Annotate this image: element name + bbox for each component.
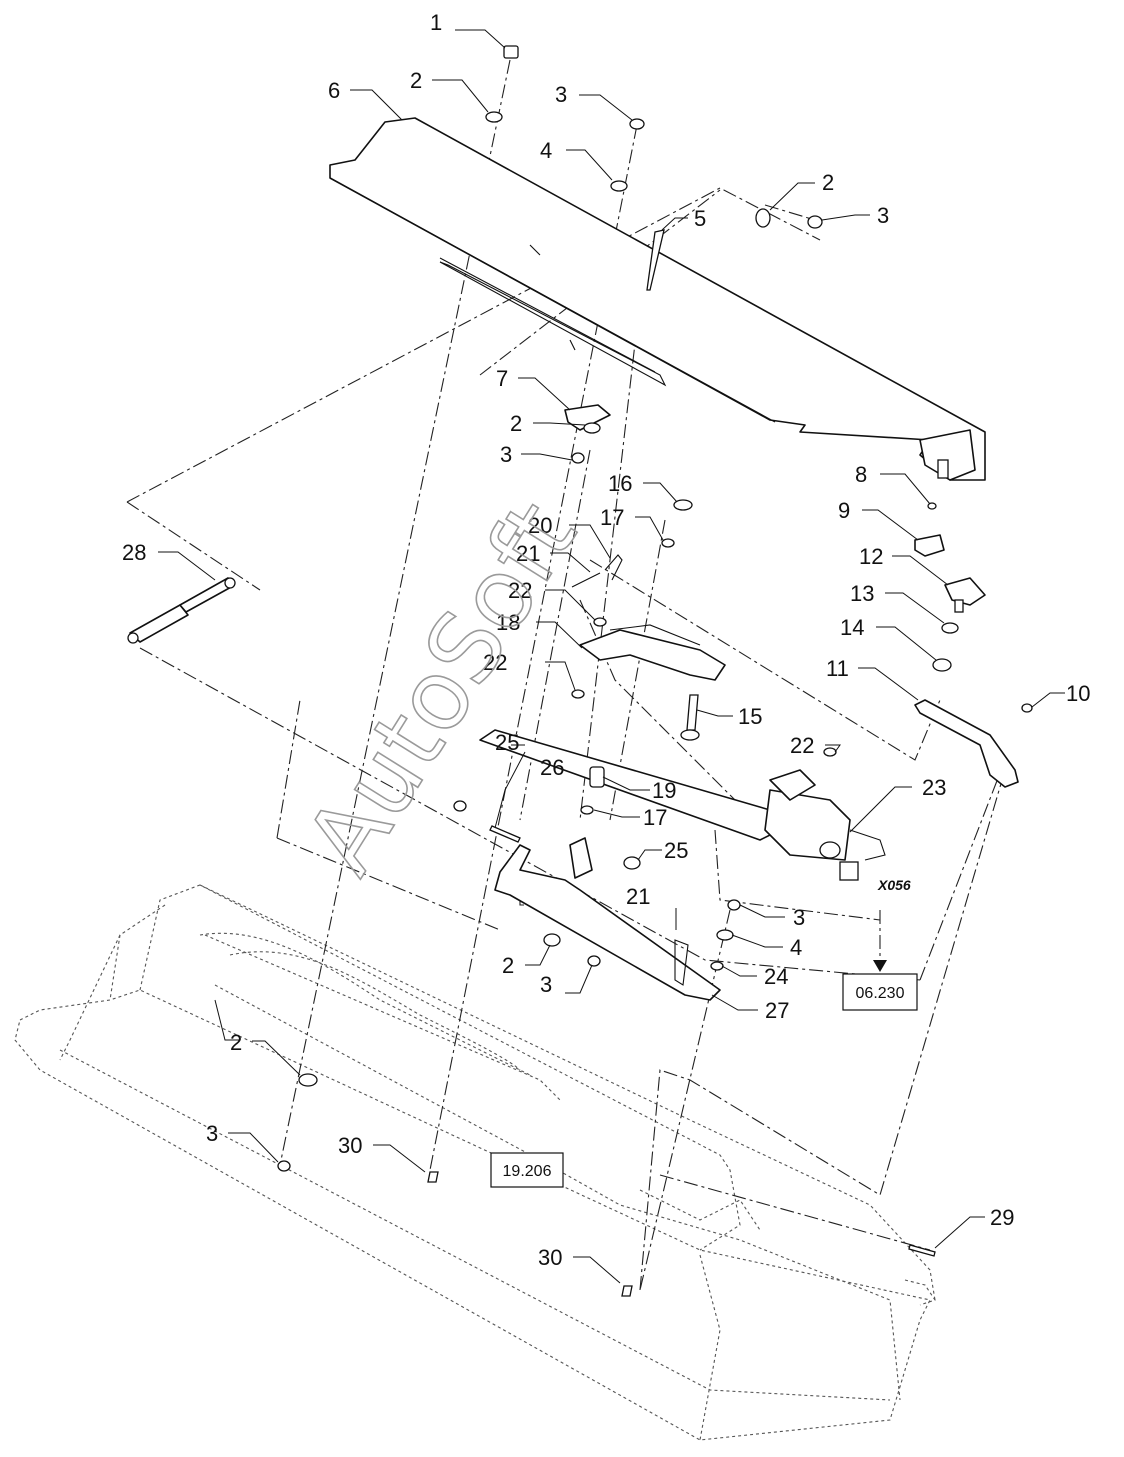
- watermark: AutoSoft: [285, 483, 598, 892]
- connector-code-label: X056: [877, 877, 911, 893]
- callout-18: 18: [496, 610, 520, 635]
- callout-3e: 3: [540, 972, 552, 997]
- lower-frame: [14, 884, 936, 1441]
- callout-17b: 17: [643, 805, 667, 830]
- callout-25a: 25: [495, 730, 519, 755]
- callout-16: 16: [608, 471, 632, 496]
- callout-15: 15: [738, 704, 762, 729]
- arrow-down-icon: [873, 960, 887, 972]
- callout-26: 26: [540, 755, 564, 780]
- cover-part-6: [329, 117, 986, 481]
- callout-11: 11: [826, 656, 849, 681]
- callout-14: 14: [840, 615, 864, 640]
- reference-box-06230: 06.230: [842, 910, 918, 1011]
- callout-3a: 3: [555, 82, 567, 107]
- callout-9: 9: [838, 498, 850, 523]
- callout-22c: 22: [790, 733, 814, 758]
- callout-23: 23: [922, 775, 946, 800]
- callout-5: 5: [694, 206, 706, 231]
- callout-24: 24: [764, 964, 788, 989]
- callout-21a: 21: [516, 541, 540, 566]
- callout-3b: 3: [877, 203, 889, 228]
- callout-6: 6: [328, 78, 340, 103]
- callout-3d: 3: [793, 905, 805, 930]
- callout-4a: 4: [540, 138, 552, 163]
- callout-2e: 2: [230, 1030, 242, 1055]
- ref-19206-label: 19.206: [503, 1163, 552, 1180]
- callout-3f: 3: [206, 1121, 218, 1146]
- callout-labels: 1 2 3 4 6 2 3 5 7 2 3 8 9 16 17 20 21 22…: [122, 10, 1090, 1270]
- callout-2a: 2: [410, 68, 422, 93]
- callout-2b: 2: [822, 170, 834, 195]
- callout-4b: 4: [790, 935, 802, 960]
- callout-3c: 3: [500, 442, 512, 467]
- callout-12: 12: [859, 544, 883, 569]
- callout-19: 19: [652, 778, 676, 803]
- callout-29: 29: [990, 1205, 1014, 1230]
- callout-2c: 2: [510, 411, 522, 436]
- callout-30a: 30: [338, 1133, 362, 1158]
- callout-1: 1: [430, 10, 442, 35]
- callout-30b: 30: [538, 1245, 562, 1270]
- callout-22b: 22: [483, 650, 507, 675]
- reference-box-19206: 19.206: [490, 1152, 564, 1188]
- callout-20: 20: [528, 513, 552, 538]
- callout-7: 7: [496, 366, 508, 391]
- callout-28: 28: [122, 540, 146, 565]
- callout-17a: 17: [600, 505, 624, 530]
- callout-21b: 21: [626, 884, 650, 909]
- callout-27: 27: [765, 998, 789, 1023]
- ref-06230-label: 06.230: [856, 985, 905, 1002]
- callout-10: 10: [1066, 681, 1090, 706]
- leader-lines: [158, 29, 1065, 1284]
- callout-2d: 2: [502, 953, 514, 978]
- hardware: [127, 45, 1033, 1297]
- callout-25b: 25: [664, 838, 688, 863]
- callout-8: 8: [855, 462, 867, 487]
- callout-13: 13: [850, 581, 874, 606]
- callout-22a: 22: [508, 578, 532, 603]
